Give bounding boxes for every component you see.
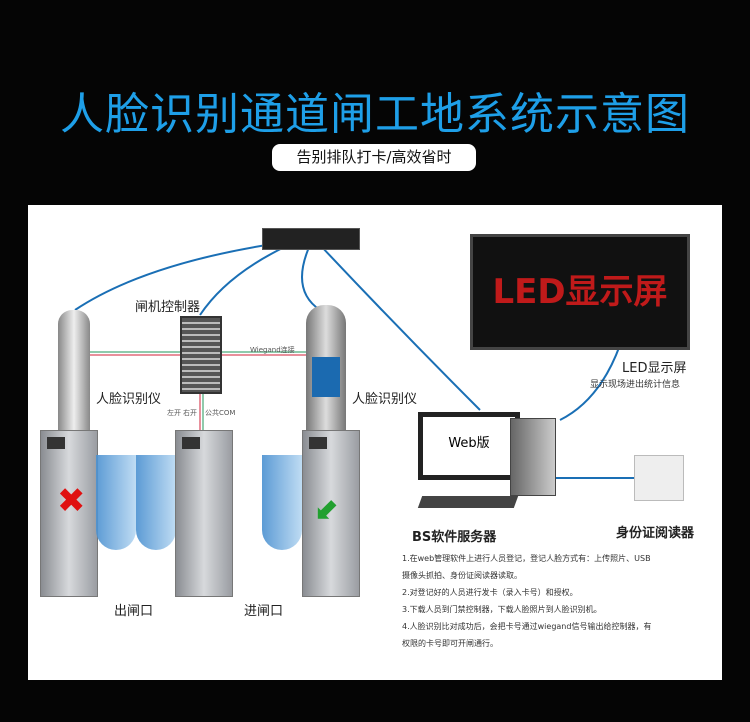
note-line: 摄像头抓拍、身份证阅读器读取。 [402, 571, 522, 580]
led-line [559, 344, 621, 421]
gate-wing [136, 455, 176, 550]
com-label: 公共COM [205, 409, 236, 417]
note-line: 2.对登记好的人员进行发卡（录入卡号）和授权。 [402, 588, 578, 597]
led-label: LED显示屏 [622, 361, 687, 376]
subtitle-badge: 告别排队打卡/高效省时 [272, 144, 476, 171]
face-device-label-left: 人脸识别仪 [96, 392, 162, 407]
network-line-face-device [301, 244, 321, 311]
led-description: 显示现场进出统计信息 [590, 380, 681, 390]
notes-list: 1.在web管理软件上进行人员登记，登记人脸方式有：上传照片、USB 摄像头抓拍… [402, 550, 651, 652]
led-display: LED显示屏 [470, 234, 690, 350]
page-title: 人脸识别通道闸工地系统示意图 [60, 89, 690, 140]
controller-label: 闸机控制器 [135, 300, 201, 315]
note-line: 4.人脸识别比对成功后，会把卡号通过wiegand信号输出给控制器，有 [402, 622, 652, 631]
gate-controller [180, 316, 222, 394]
note-line: 3.下载人员到门禁控制器，下载人脸照片到人脸识别机。 [402, 605, 602, 614]
deny-x-icon: ✖ [57, 481, 86, 521]
face-screen [312, 357, 340, 397]
note-line: 权限的卡号即可开闸通行。 [402, 639, 498, 648]
network-switch [262, 228, 360, 250]
exit-label: 出闸口 [114, 604, 154, 619]
network-line-controller [199, 239, 301, 316]
keyboard [417, 496, 519, 508]
gate-wing [96, 455, 136, 550]
gate-left: ✖ [40, 430, 98, 597]
right-open-label: 右开 [183, 409, 197, 417]
network-line-server [319, 244, 481, 411]
left-open-label: 左开 [167, 409, 181, 417]
face-pillar-left [58, 310, 90, 440]
face-device-label-right: 人脸识别仪 [352, 392, 418, 407]
entry-label: 进闸口 [244, 604, 284, 619]
note-line: 1.在web管理软件上进行人员登记，登记人脸方式有：上传照片、USB [402, 554, 651, 563]
id-card-reader [634, 455, 684, 501]
allow-arrow-icon: ⬋ [315, 491, 341, 526]
id-reader-label: 身份证阅读器 [616, 526, 695, 541]
wiegand-label: Wiegand连接 [250, 346, 295, 354]
gate-wing [262, 455, 302, 550]
pc-tower [510, 418, 556, 496]
monitor: Web版 [418, 412, 520, 480]
server-label: BS软件服务器 [412, 530, 497, 545]
face-recognition-device [306, 305, 346, 435]
gate-middle [175, 430, 233, 597]
gate-right: ⬋ [302, 430, 360, 597]
